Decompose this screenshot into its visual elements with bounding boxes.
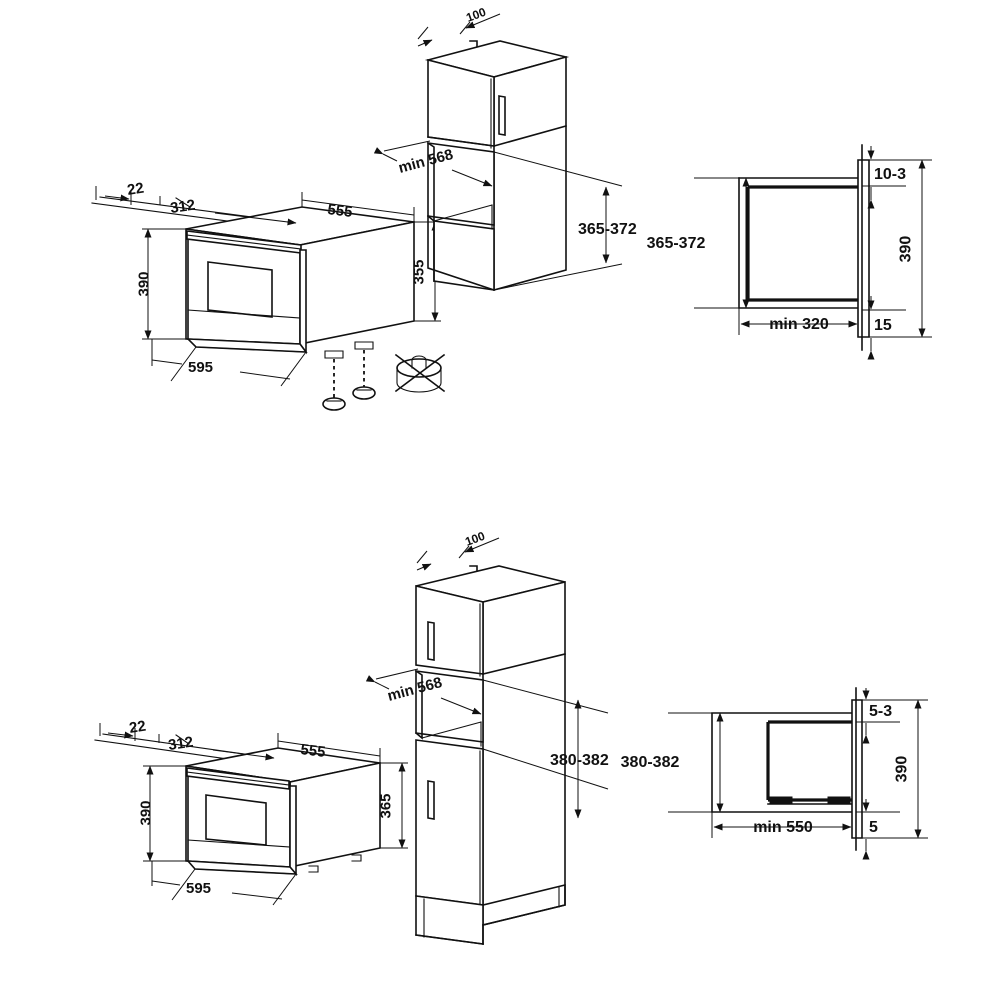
- dim-bc-100: 100: [416, 529, 500, 571]
- dim-label-br-380382: 380-382: [621, 754, 680, 771]
- dim-label-br-53: 5-3: [869, 703, 892, 720]
- dim-label-bl-555: 555: [300, 741, 327, 761]
- dim-label-tl-555: 555: [327, 201, 354, 221]
- dim-label-tc-100: 100: [464, 5, 488, 25]
- dim-label-tr-365372: 365-372: [647, 235, 706, 252]
- figure-top-center-cabinet: 100 min 568: [373, 5, 637, 292]
- bc-lower-door-handle-icon: [427, 780, 435, 820]
- dim-label-br-390: 390: [894, 756, 911, 783]
- dim-br-390: 390: [862, 699, 928, 839]
- prohibited-foot-icon: [394, 353, 446, 393]
- dim-tr-365372: 365-372: [647, 177, 750, 309]
- figure-bottom-left-appliance: 22 312 555 390 365: [94, 718, 408, 906]
- dim-label-br-min550: min 550: [753, 819, 813, 836]
- bl-door-edge: [289, 785, 297, 877]
- dim-label-tc-365372: 365-372: [578, 221, 637, 238]
- dim-tr-15: 15: [862, 296, 906, 360]
- dim-tc-365372: 365-372: [493, 151, 637, 291]
- br-foot-left: [769, 796, 793, 805]
- dim-label-bl-595: 595: [186, 880, 211, 897]
- dim-tl-22: 22: [95, 180, 145, 205]
- dim-bl-365: 365: [378, 762, 408, 849]
- dim-label-bl-365: 365: [378, 793, 395, 818]
- figure-bottom-center-cabinet: 100 min 568: [365, 529, 609, 945]
- dim-label-bl-390: 390: [138, 800, 155, 825]
- figure-bottom-right-section: 380-382 5-3 390 min 550: [621, 687, 928, 860]
- dim-label-tl-355: 355: [411, 259, 428, 284]
- dim-label-tr-min320: min 320: [769, 316, 829, 333]
- tc-door-handle-icon: [498, 95, 506, 136]
- dim-br-5: 5: [856, 799, 900, 860]
- dim-label-bl-22: 22: [128, 718, 147, 737]
- tl-door-window: [207, 261, 273, 318]
- br-foot-right: [827, 796, 851, 805]
- dim-bl-555: 555: [277, 733, 381, 763]
- dim-tl-312: 312: [159, 196, 297, 226]
- bc-upper-door: [415, 584, 484, 675]
- dim-label-tl-595: 595: [188, 359, 213, 376]
- dim-label-tl-22: 22: [126, 180, 145, 199]
- dim-bl-390: 390: [138, 765, 188, 862]
- tl-door-edge: [299, 249, 307, 355]
- dim-br-380382: 380-382: [621, 712, 724, 813]
- figure-top-left-appliance: 22 312 555 390 355: [91, 180, 446, 411]
- dim-bl-595: 595: [151, 861, 297, 906]
- dim-label-bc-380382: 380-382: [550, 752, 609, 769]
- tc-cabinet-right: [493, 55, 567, 292]
- br-niche-outline: [711, 712, 856, 813]
- dim-br-min550: min 550: [711, 812, 852, 838]
- dim-label-tr-390: 390: [898, 236, 915, 263]
- dim-label-tl-312: 312: [169, 197, 196, 217]
- dim-label-tl-390: 390: [136, 271, 153, 296]
- dim-bl-312: 312: [158, 734, 275, 761]
- dim-bl-22: 22: [99, 718, 147, 741]
- dim-label-bl-312: 312: [167, 734, 194, 754]
- dim-tc-100: 100: [417, 5, 501, 47]
- tl-mounting-screws: [322, 341, 376, 411]
- bl-door-window: [205, 794, 267, 846]
- tc-niche-interior: [427, 142, 495, 226]
- bl-body-right: [289, 762, 381, 868]
- figure-top-right-section: 365-372 10-3 390 min 320: [647, 144, 932, 360]
- tr-niche-inner: [746, 185, 858, 302]
- dim-label-tr-15: 15: [874, 317, 892, 334]
- dim-tl-595: 595: [151, 339, 307, 387]
- dim-label-bc-100: 100: [463, 529, 487, 549]
- dim-tr-min320: min 320: [738, 308, 858, 335]
- br-front-panel: [851, 699, 863, 839]
- bc-lower-door: [415, 739, 484, 906]
- bc-niche-interior: [415, 670, 484, 743]
- bc-upper-door-handle-icon: [427, 621, 435, 661]
- dim-label-tr-103: 10-3: [874, 166, 906, 183]
- dim-tl-390: 390: [136, 228, 188, 340]
- br-oven-body: [766, 720, 855, 802]
- dim-label-br-5: 5: [869, 819, 878, 836]
- dim-bc-380382: 380-382: [482, 679, 609, 819]
- dim-tl-555: 555: [301, 192, 415, 222]
